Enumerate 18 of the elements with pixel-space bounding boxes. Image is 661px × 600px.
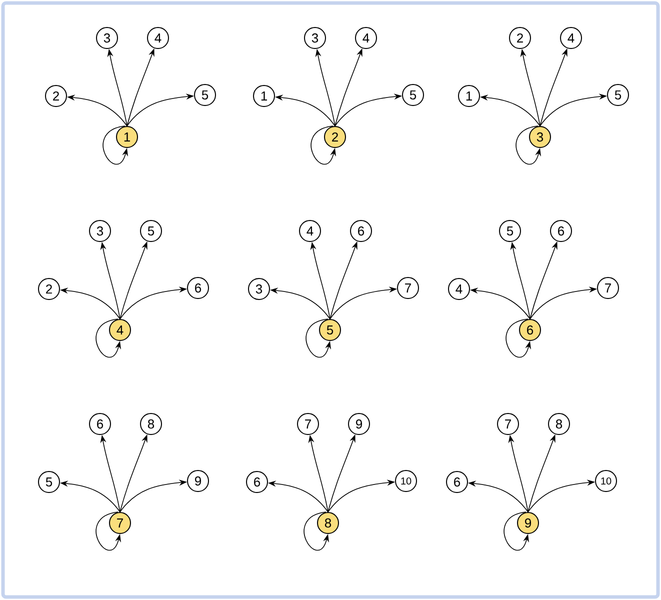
highlighted-node: 6 xyxy=(519,319,541,341)
highlighted-node: 2 xyxy=(324,126,346,148)
loop-arrow xyxy=(102,126,128,165)
loop-arrow xyxy=(516,126,541,165)
highlighted-node: 1 xyxy=(116,126,138,148)
highlighted-node: 3 xyxy=(529,126,551,148)
loop-arrow xyxy=(506,318,531,358)
loop-arrow xyxy=(304,512,329,551)
highlighted-node: 4 xyxy=(109,319,131,341)
loop-arrow xyxy=(96,512,121,551)
highlighted-node: 7 xyxy=(109,512,131,534)
highlighted-node: 9 xyxy=(517,512,539,534)
highlighted-node: 5 xyxy=(319,319,341,341)
loop-arrow xyxy=(96,318,121,358)
loop-arrow xyxy=(306,318,331,358)
highlighted-node: 8 xyxy=(317,512,339,534)
loop-arrow xyxy=(310,126,336,165)
loop-arrow xyxy=(504,512,529,551)
